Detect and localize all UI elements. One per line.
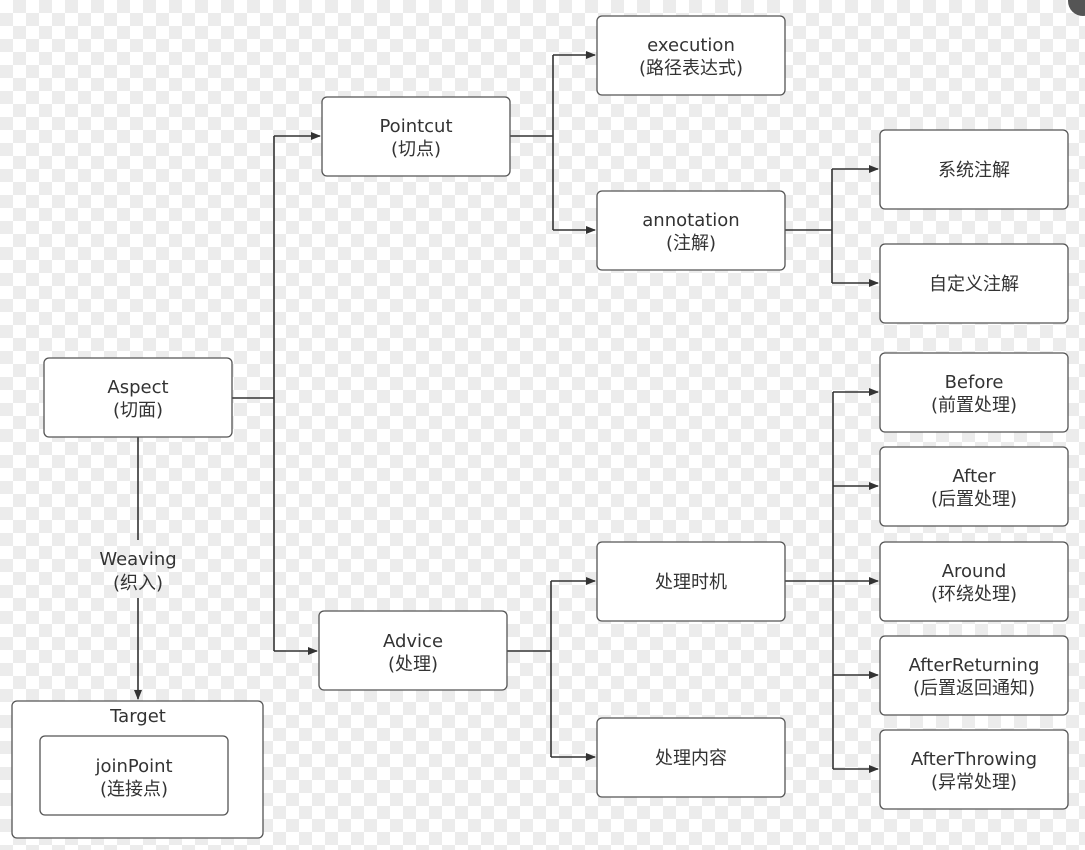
svg-text:Weaving: Weaving (99, 549, 176, 570)
node-timing[interactable]: 处理时机 (596, 541, 786, 622)
svg-text:(后置处理): (后置处理) (931, 489, 1017, 510)
svg-text:(连接点): (连接点) (100, 779, 168, 800)
svg-text:自定义注解: 自定义注解 (929, 274, 1019, 295)
node-content[interactable]: 处理内容 (596, 717, 786, 798)
svg-text:(路径表达式): (路径表达式) (639, 58, 743, 79)
svg-text:(后置返回通知): (后置返回通知) (913, 678, 1035, 699)
svg-text:Pointcut: Pointcut (379, 116, 452, 137)
svg-text:annotation: annotation (642, 210, 739, 231)
svg-text:处理时机: 处理时机 (655, 572, 727, 593)
node-annotation[interactable]: annotation (注解) (596, 190, 786, 271)
node-custom-annotation[interactable]: 自定义注解 (879, 243, 1069, 324)
svg-text:(织入): (织入) (113, 573, 163, 594)
connectors (138, 51, 879, 773)
corner-badge-icon (1068, 0, 1085, 16)
node-after[interactable]: After (后置处理) (879, 446, 1069, 527)
node-execution[interactable]: execution (路径表达式) (596, 15, 786, 96)
svg-text:After: After (952, 466, 996, 487)
node-aspect[interactable]: Aspect (切面) (43, 357, 233, 438)
node-after-returning[interactable]: AfterReturning (后置返回通知) (879, 635, 1069, 716)
svg-text:(注解): (注解) (666, 233, 716, 254)
svg-text:(前置处理): (前置处理) (931, 395, 1017, 416)
svg-text:Before: Before (945, 372, 1004, 393)
svg-text:Advice: Advice (383, 631, 443, 652)
svg-text:Aspect: Aspect (107, 377, 168, 398)
node-system-annotation[interactable]: 系统注解 (879, 129, 1069, 210)
svg-text:Target: Target (109, 706, 166, 727)
svg-text:joinPoint: joinPoint (94, 756, 172, 777)
svg-text:(切面): (切面) (113, 400, 163, 421)
svg-text:(切点): (切点) (391, 139, 441, 160)
node-joinpoint[interactable]: joinPoint (连接点) (39, 735, 229, 816)
node-advice[interactable]: Advice (处理) (318, 610, 508, 691)
svg-text:(环绕处理): (环绕处理) (931, 584, 1017, 605)
svg-text:AfterThrowing: AfterThrowing (911, 749, 1037, 770)
svg-text:execution: execution (647, 35, 735, 56)
svg-text:系统注解: 系统注解 (938, 160, 1010, 181)
svg-text:Around: Around (942, 561, 1007, 582)
edge-label-weaving: Weaving (织入) (99, 549, 176, 594)
svg-text:(处理): (处理) (388, 654, 438, 675)
node-before[interactable]: Before (前置处理) (879, 352, 1069, 433)
svg-text:处理内容: 处理内容 (655, 748, 727, 769)
node-pointcut[interactable]: Pointcut (切点) (321, 96, 511, 177)
node-after-throwing[interactable]: AfterThrowing (异常处理) (879, 729, 1069, 810)
svg-text:AfterReturning: AfterReturning (909, 655, 1040, 676)
node-around[interactable]: Around (环绕处理) (879, 541, 1069, 622)
svg-text:(异常处理): (异常处理) (931, 772, 1017, 793)
